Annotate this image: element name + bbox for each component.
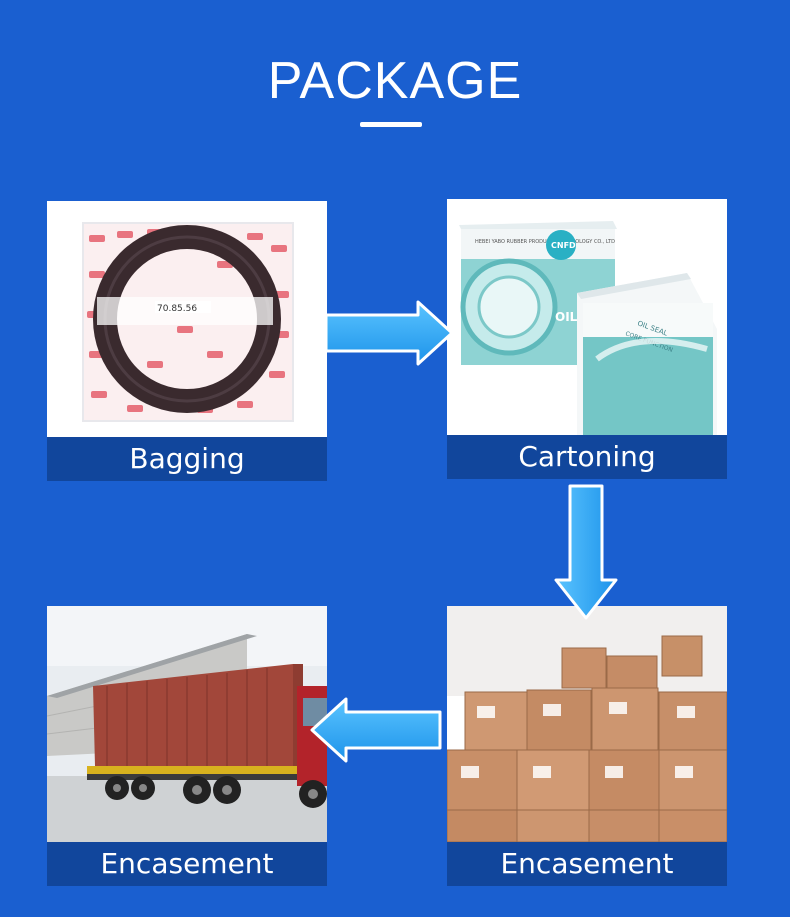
arrow-right-icon <box>324 300 454 366</box>
step-label-encasement-truck: Encasement <box>47 842 327 886</box>
page-title: PACKAGE <box>267 52 523 110</box>
step-label-bagging: Bagging <box>47 437 327 481</box>
stacked-cartons-photo <box>447 606 727 842</box>
bagged-seal-photo: 70.85.56 <box>47 201 327 437</box>
seal-tag-text: 70.85.56 <box>157 304 197 314</box>
step-label-encasement-boxes: Encasement <box>447 842 727 886</box>
title-underline <box>360 122 422 127</box>
carton-company-text: HEBEI YABO RUBBER PRODUCTS TECHNOLOGY CO… <box>475 239 615 245</box>
step-label-cartoning: Cartoning <box>447 435 727 479</box>
arrow-left-icon <box>310 697 442 763</box>
carton-logo-text: CNFD <box>551 241 576 250</box>
step-card-bagging: 70.85.56 Bagging <box>47 201 327 481</box>
carton-boxes-photo: HEBEI YABO RUBBER PRODUCTS TECHNOLOGY CO… <box>447 199 727 435</box>
step-card-cartoning: HEBEI YABO RUBBER PRODUCTS TECHNOLOGY CO… <box>447 199 727 479</box>
container-truck-photo <box>47 606 327 842</box>
step-card-encasement-truck: Encasement <box>47 606 327 886</box>
step-card-encasement-boxes: Encasement <box>447 606 727 886</box>
arrow-down-icon <box>554 484 618 620</box>
